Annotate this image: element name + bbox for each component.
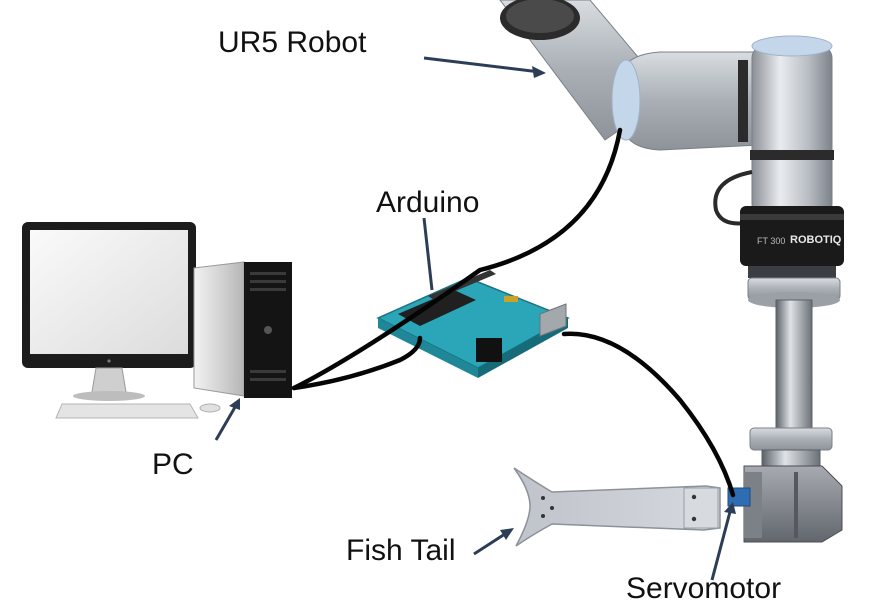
- fish-tail-icon: [513, 467, 721, 547]
- gripper-brand-text: ROBOTIQ: [790, 234, 842, 246]
- pc-label: PC: [152, 448, 194, 481]
- servomotor-label: Servomotor: [626, 572, 781, 605]
- arduino-label: Arduino: [376, 186, 479, 219]
- ur5-robot-arm-icon: FT 300 ROBOTIQ: [499, 0, 844, 467]
- fish-tail-label: Fish Tail: [346, 534, 455, 567]
- robot-label: UR5 Robot: [218, 26, 367, 59]
- label-arrows: [214, 56, 736, 581]
- cables: [291, 127, 736, 498]
- servomotor-icon: [727, 465, 843, 543]
- desktop-computer-icon: [22, 222, 292, 419]
- sensor-model-text: FT 300: [757, 236, 785, 246]
- arduino-board-icon: [376, 270, 570, 378]
